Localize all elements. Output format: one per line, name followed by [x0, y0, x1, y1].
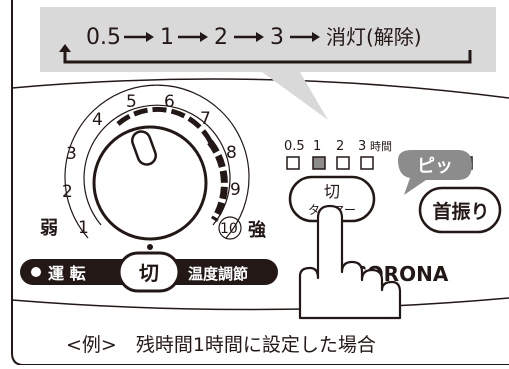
indicator-label: 1 — [313, 139, 321, 154]
indicator-lamp — [360, 156, 374, 170]
sequence-arrow-icon — [178, 32, 208, 42]
dial-scale-outer — [64, 84, 250, 239]
dial-marker-dot — [147, 244, 153, 250]
dial-number: 3 — [66, 144, 77, 164]
operation-lamp-icon — [31, 267, 41, 277]
off-timer-label: 切 — [324, 182, 340, 201]
dial-scale-inner — [83, 104, 231, 226]
dial-thick-arc — [116, 106, 215, 147]
dial-strong-label: 強 — [248, 219, 266, 241]
sequence-arrow-icon — [290, 32, 320, 42]
dial-number: 6 — [164, 92, 175, 112]
swing-button[interactable] — [418, 186, 502, 234]
dial-number: 7 — [200, 109, 211, 129]
dial-pointer — [131, 130, 157, 166]
dial-number: 9 — [230, 180, 241, 200]
dial-right-arc — [207, 139, 228, 222]
panel-bottom-curve — [11, 297, 509, 311]
dial-number: 10 — [220, 221, 238, 237]
swing-button-label: 首振り — [432, 200, 489, 223]
dial-weak-label: 弱 — [40, 218, 58, 239]
temp-control-label: 温度調節 — [188, 265, 248, 283]
dial-number: 4 — [92, 110, 103, 130]
indicator-lamp — [336, 156, 350, 170]
dial-numbers: 1 2 3 4 5 6 7 8 9 10 — [62, 92, 241, 238]
dial-number: 8 — [226, 143, 237, 163]
off-button-label: 切 — [139, 261, 159, 285]
dial-number: 2 — [62, 182, 73, 202]
sequence-arrow-icon — [234, 32, 264, 42]
operation-label: 運 転 — [48, 264, 86, 283]
indicator-label: 3 — [358, 139, 366, 154]
indicator-lamp — [312, 156, 326, 170]
indicator-label: 0.5 — [284, 139, 305, 154]
dial-number: 1 — [78, 218, 89, 238]
dial-ten-circle — [218, 216, 242, 240]
indicator-labels: 0.5 1 2 3 時間 — [284, 139, 392, 154]
beep-bubble — [398, 150, 472, 195]
sequence-step-3: 3 — [270, 25, 284, 50]
dial-knob[interactable] — [92, 125, 208, 241]
sequence-loop-line — [63, 50, 472, 64]
sequence-step-off: 消灯(解除) — [326, 25, 422, 49]
indicator-lamp — [286, 156, 300, 170]
dial-number: 5 — [126, 92, 137, 112]
sequence-step-1: 1 — [160, 25, 174, 50]
indicator-label: 2 — [336, 139, 344, 154]
sequence-loop-arrow — [59, 44, 71, 52]
sequence-step-2: 2 — [214, 25, 228, 50]
panel-top-curve — [11, 78, 509, 99]
pressing-hand-icon — [298, 204, 402, 320]
caption: <例> 残時間1時間に設定した場合 — [66, 334, 376, 356]
sequence-row: 0.5 1 2 3 消灯(解除) — [86, 25, 422, 50]
sequence-arrow-icon — [124, 32, 154, 42]
off-button[interactable] — [117, 251, 181, 293]
sequence-step-0-5: 0.5 — [86, 25, 121, 50]
beep-text: ピッ — [417, 156, 453, 177]
indicator-label: 時間 — [370, 140, 392, 153]
